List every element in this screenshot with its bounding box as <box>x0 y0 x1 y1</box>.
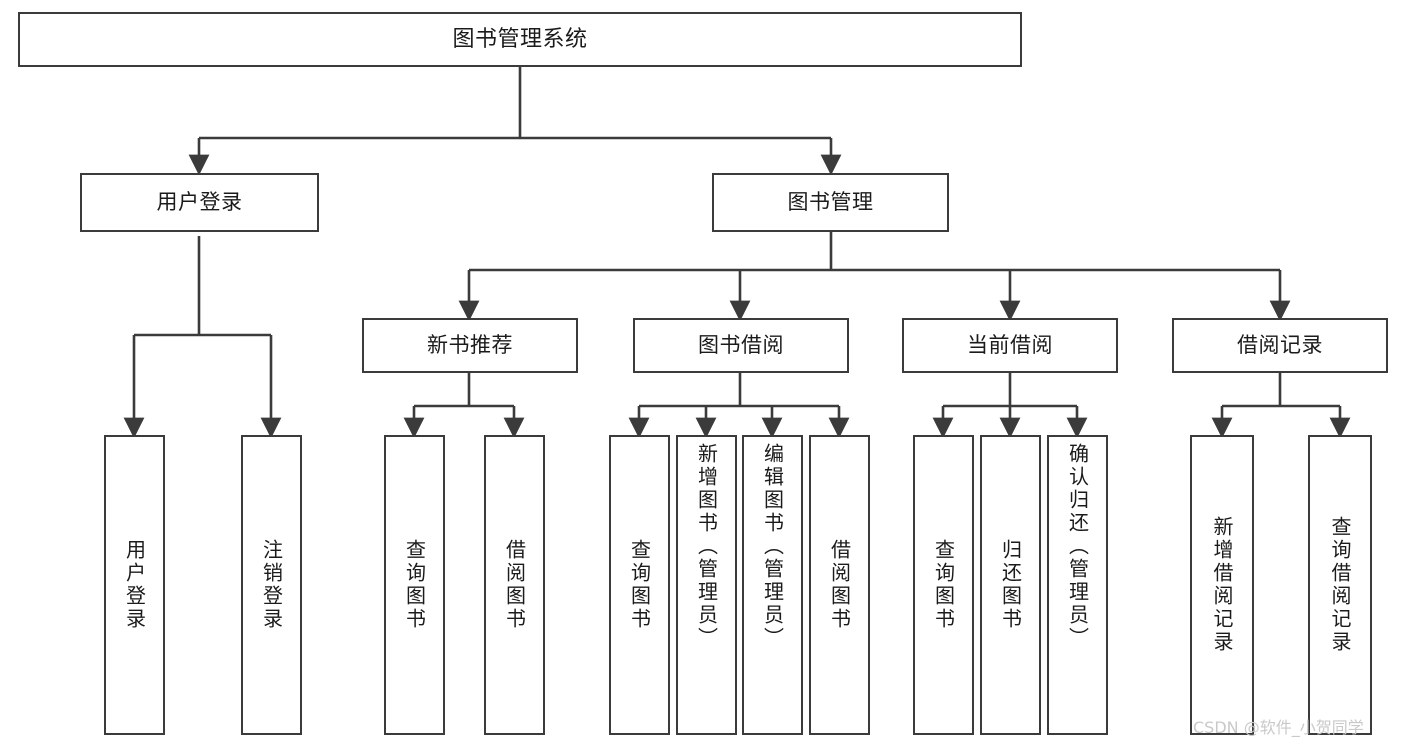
node-label: 借阅图书 <box>827 539 852 631</box>
node-root-system[interactable]: 图书管理系统 <box>18 12 1022 67</box>
node-label: 查询借阅记录 <box>1328 516 1352 654</box>
leaf-bb-add-book-admin[interactable]: 新增图书（管理员） <box>676 435 737 735</box>
leaf-logout[interactable]: 注销登录 <box>241 435 302 735</box>
leaf-nb-borrow-book[interactable]: 借阅图书 <box>484 435 545 735</box>
node-label: 用户登录 <box>156 190 243 215</box>
leaf-cb-return-book[interactable]: 归还图书 <box>980 435 1041 735</box>
node-label: 当前借阅 <box>967 333 1053 358</box>
node-label: 编辑图书（管理员） <box>760 443 785 650</box>
node-label: 图书借阅 <box>698 333 784 358</box>
node-label: 图书管理 <box>787 190 874 215</box>
node-book-manage[interactable]: 图书管理 <box>712 173 949 232</box>
leaf-br-add-record[interactable]: 新增借阅记录 <box>1190 435 1254 735</box>
leaf-user-login[interactable]: 用户登录 <box>104 435 165 735</box>
node-label: 查询图书 <box>402 539 427 631</box>
node-label: 新书推荐 <box>427 333 513 358</box>
node-label: 新增借阅记录 <box>1210 516 1234 654</box>
node-label: 查询图书 <box>627 539 652 631</box>
node-borrow-record[interactable]: 借阅记录 <box>1172 318 1388 373</box>
leaf-cb-confirm-return-admin[interactable]: 确认归还（管理员） <box>1047 435 1108 735</box>
node-label: 用户登录 <box>122 539 147 631</box>
node-new-book-recommend[interactable]: 新书推荐 <box>362 318 578 373</box>
node-label: 图书管理系统 <box>452 26 588 52</box>
leaf-bb-query-book[interactable]: 查询图书 <box>609 435 670 735</box>
node-label: 归还图书 <box>998 539 1023 631</box>
node-label: 新增图书（管理员） <box>694 443 719 650</box>
node-current-borrow[interactable]: 当前借阅 <box>902 318 1118 373</box>
node-label: 注销登录 <box>259 539 284 631</box>
leaf-bb-edit-book-admin[interactable]: 编辑图书（管理员） <box>742 435 803 735</box>
watermark-text: CSDN @软件_小贺同学 <box>1193 718 1364 737</box>
node-label: 借阅图书 <box>502 539 527 631</box>
leaf-nb-query-book[interactable]: 查询图书 <box>384 435 445 735</box>
node-book-borrow[interactable]: 图书借阅 <box>633 318 849 373</box>
leaf-bb-borrow-book[interactable]: 借阅图书 <box>809 435 870 735</box>
node-label: 查询图书 <box>931 539 956 631</box>
node-label: 确认归还（管理员） <box>1065 443 1090 650</box>
leaf-cb-query-book[interactable]: 查询图书 <box>913 435 974 735</box>
node-label: 借阅记录 <box>1237 333 1323 358</box>
node-user-login[interactable]: 用户登录 <box>80 173 319 232</box>
leaf-br-query-record[interactable]: 查询借阅记录 <box>1308 435 1372 735</box>
